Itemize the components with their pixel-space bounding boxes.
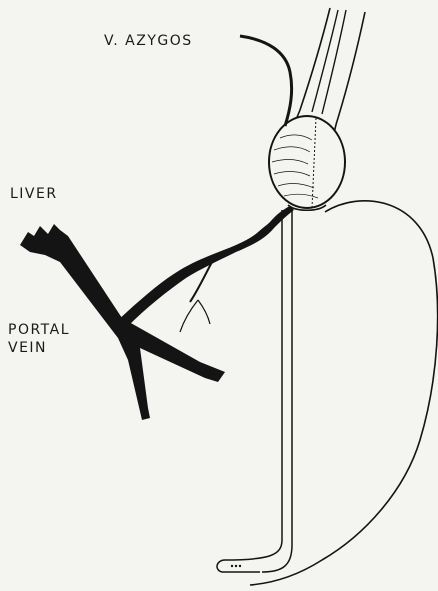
azygos-leader: [240, 36, 292, 126]
vein-branch-3: [198, 300, 210, 324]
esophageal-balloon: [269, 116, 345, 208]
gastric-tube-right: [262, 210, 292, 572]
gastric-tube-left: [217, 210, 282, 572]
label-portal: PORTAL: [8, 322, 70, 339]
label-azygos: V. AZYGOS: [104, 33, 193, 50]
stomach-outline: [250, 201, 438, 585]
esophagus-outer-right: [333, 12, 365, 146]
label-liver: LIVER: [10, 186, 58, 203]
tube-tip-holes: [231, 565, 241, 567]
label-vein: VEIN: [8, 340, 47, 357]
vein-branch-2: [180, 300, 198, 332]
